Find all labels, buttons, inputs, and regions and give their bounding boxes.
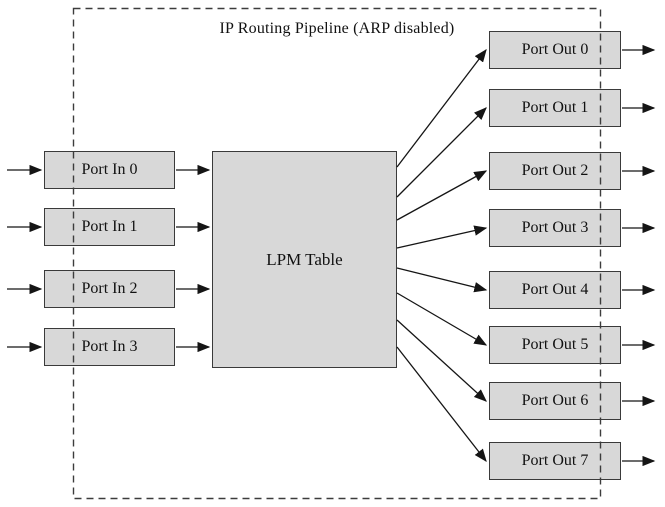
- port-in-1-box: Port In 1: [44, 208, 175, 246]
- arrow-lpm-to-out1: [396, 107, 487, 198]
- port-out-2-label: Port Out 2: [521, 162, 589, 179]
- lpm-table-box: LPM Table: [212, 151, 397, 368]
- port-out-3-box: Port Out 3: [489, 209, 621, 247]
- port-in-3-label: Port In 3: [81, 338, 138, 355]
- port-in-0-box: Port In 0: [44, 151, 175, 189]
- port-out-6-label: Port Out 6: [521, 392, 589, 409]
- arrow-lpm-to-out5: [396, 292, 488, 346]
- port-out-6-box: Port Out 6: [489, 382, 621, 420]
- port-in-3-box: Port In 3: [44, 328, 175, 366]
- port-out-3-label: Port Out 3: [521, 219, 589, 236]
- port-in-0-label: Port In 0: [81, 161, 138, 178]
- arrow-lpm-to-out2: [396, 170, 488, 221]
- port-out-1-box: Port Out 1: [489, 89, 621, 127]
- port-out-5-box: Port Out 5: [489, 326, 621, 364]
- port-out-5-label: Port Out 5: [521, 336, 589, 353]
- port-in-2-box: Port In 2: [44, 270, 175, 308]
- port-out-4-label: Port Out 4: [521, 281, 589, 298]
- diagram-title: IP Routing Pipeline (ARP disabled): [219, 20, 455, 37]
- port-out-4-box: Port Out 4: [489, 271, 621, 309]
- lpm-table-label: LPM Table: [266, 249, 343, 269]
- arrow-lpm-to-out4: [396, 267, 488, 293]
- arrow-lpm-to-out3: [396, 225, 488, 249]
- arrow-lpm-to-out7: [396, 346, 487, 463]
- arrow-lpm-to-out6: [396, 319, 487, 402]
- port-out-7-label: Port Out 7: [521, 452, 589, 469]
- port-in-2-label: Port In 2: [81, 280, 138, 297]
- port-out-1-label: Port Out 1: [521, 99, 589, 116]
- port-out-2-box: Port Out 2: [489, 152, 621, 190]
- port-out-0-label: Port Out 0: [521, 41, 589, 58]
- port-out-7-box: Port Out 7: [489, 442, 621, 480]
- arrow-lpm-to-out0: [396, 48, 487, 168]
- port-in-1-label: Port In 1: [81, 218, 138, 235]
